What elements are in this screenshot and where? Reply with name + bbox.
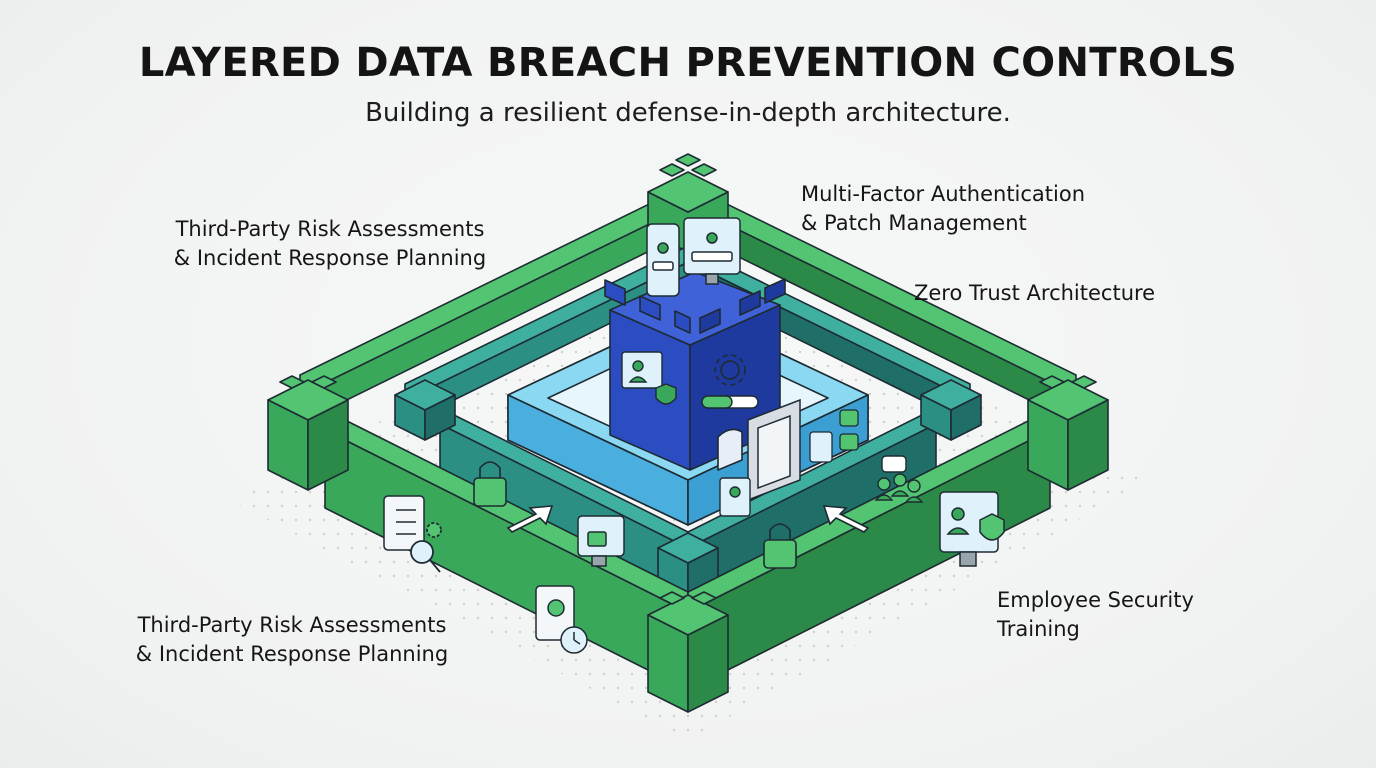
monitor-login-icon [683,217,741,285]
padlock-icon [473,461,507,507]
keypad-icon [809,409,859,463]
label-mfa-patch-management: Multi-Factor Authentication & Patch Mana… [801,182,1086,235]
page-subtitle: Building a resilient defense-in-depth ar… [365,98,1011,128]
progress-bar-icon [701,395,759,409]
search-document-icon [410,522,442,573]
gear-icon [714,354,746,386]
door-icon [747,398,801,502]
monitor-lock-icon [577,515,625,567]
page-title: LAYERED DATA BREACH PREVENTION CONTROLS [138,40,1238,86]
label-third-party-risk-top: Third-Party Risk Assessments & Incident … [173,217,487,270]
label-employee-security-training: Employee Security Training [997,588,1194,641]
padlock-icon [763,523,797,569]
outer-tower-bottom [647,591,729,713]
outer-tower-left [267,375,349,491]
user-card-icon [621,351,663,389]
arrow-icon [822,505,870,533]
monitor-user-shield-icon [939,491,1005,567]
inner-turrets [394,379,982,601]
label-third-party-risk-bottom: Third-Party Risk Assessments & Incident … [135,613,449,666]
outer-tower-right [1027,375,1109,491]
team-chat-icon [874,455,924,503]
checklist-icon [383,495,425,551]
document-clock-icon [535,585,588,654]
shield-check-icon [655,383,677,405]
label-zero-trust: Zero Trust Architecture [914,281,1156,305]
tablet-login-icon [646,223,680,297]
arrow-icon [506,505,554,533]
id-card-icon [719,477,751,517]
